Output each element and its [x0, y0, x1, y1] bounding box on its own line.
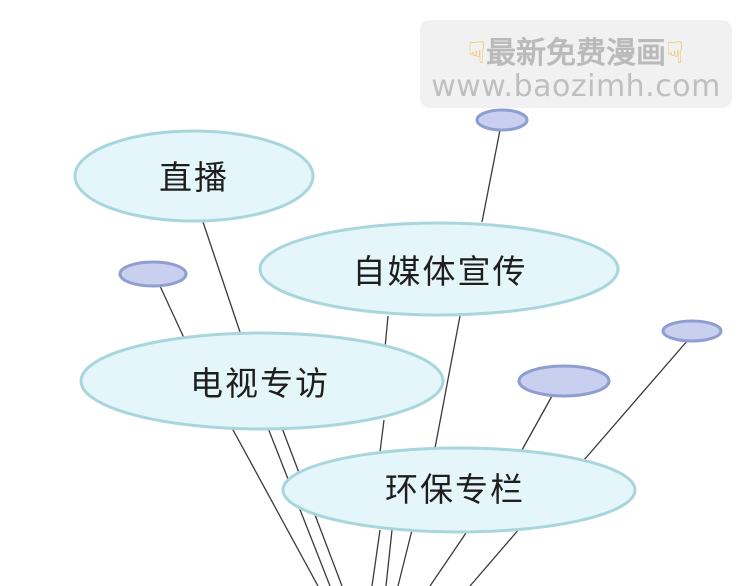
site-watermark: ☟最新免费漫画☟ www.baozimh.com — [420, 20, 732, 108]
balloon-environment-column — [281, 446, 637, 534]
pointing-down-hand-icon: ☟ — [467, 36, 486, 71]
small-balloon-right-mid — [517, 364, 611, 398]
balloon-tv-interview — [79, 331, 445, 431]
watermark-title: 最新免费漫画 — [486, 36, 666, 71]
pointing-down-hand-icon: ☟ — [666, 36, 685, 71]
watermark-url: www.baozimh.com — [431, 69, 721, 104]
balloon-livestream — [73, 129, 315, 223]
small-balloon-top — [475, 108, 529, 132]
small-balloon-left — [118, 260, 188, 288]
balloon-self-media — [258, 221, 620, 317]
small-balloon-right-top — [661, 319, 723, 343]
watermark-title-row: ☟最新免费漫画☟ — [420, 28, 732, 72]
balloon-strings — [159, 129, 689, 586]
